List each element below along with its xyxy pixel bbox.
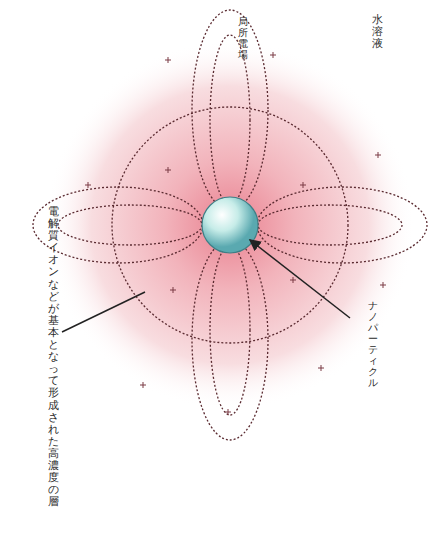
leader-line: [250, 240, 350, 318]
region-label: 水溶液: [372, 14, 383, 50]
nanoparticle: [202, 197, 258, 253]
field-lines: [33, 10, 427, 440]
high-concentration-layer: [45, 40, 415, 410]
layer-label: 電解質イオンなどが基本となって形成された高濃度の層: [48, 206, 59, 508]
part-label: ナノパーティクル: [368, 300, 378, 388]
plus-ions: [85, 52, 386, 415]
field-label: 局所電場: [238, 16, 248, 60]
leader-line: [62, 292, 145, 332]
